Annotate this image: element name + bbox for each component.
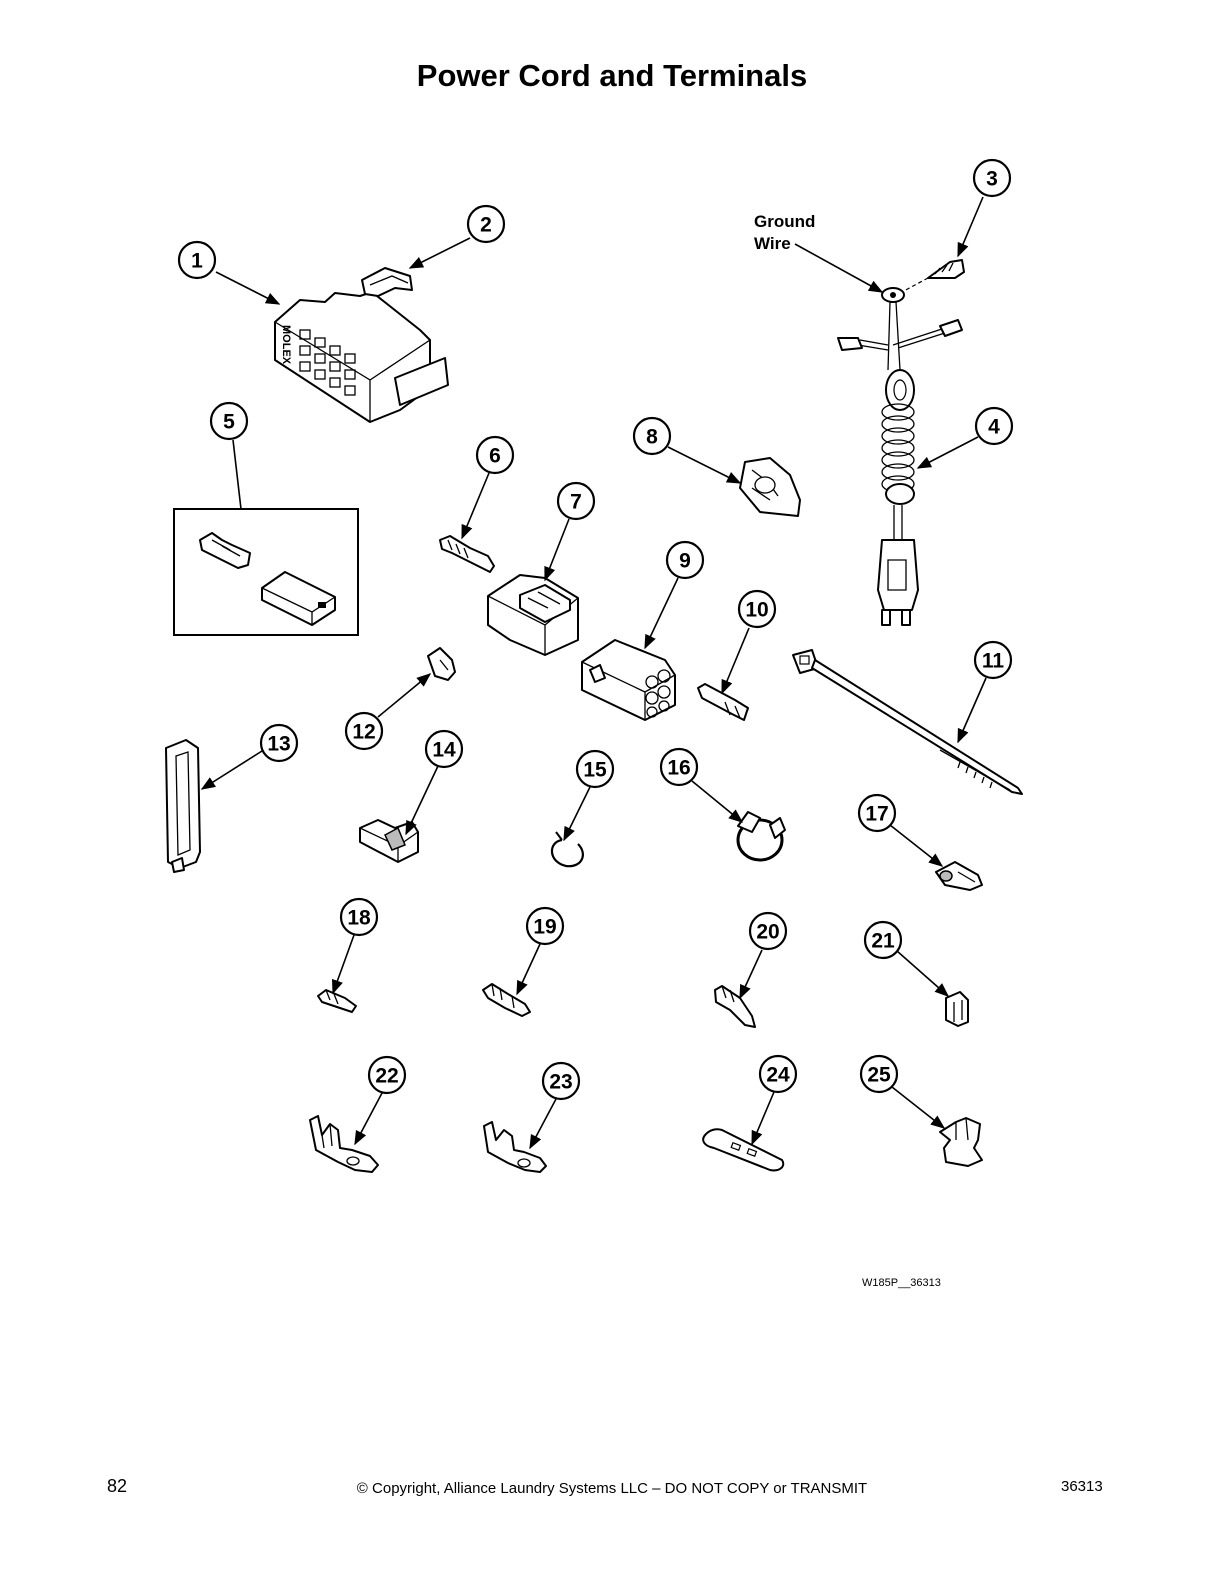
figure-id: W185P__36313: [862, 1277, 941, 1289]
part-20-spade-terminal: [714, 985, 756, 1028]
part-8-cord-clamp: [739, 457, 801, 517]
callout-25: 25: [859, 1054, 899, 1094]
part-22-ring-terminal: [309, 1115, 379, 1173]
part-1-molex-connector: MOLEX: [274, 291, 449, 423]
molex-text: MOLEX: [280, 325, 292, 365]
svg-text:8: 8: [646, 426, 658, 449]
callout-17: 17: [857, 793, 897, 833]
part-15-snap-ring: [550, 831, 584, 868]
svg-text:5: 5: [223, 411, 235, 434]
callout-4: 4: [974, 406, 1014, 446]
svg-text:9: 9: [679, 550, 691, 573]
svg-text:18: 18: [347, 907, 371, 930]
svg-text:7: 7: [570, 491, 582, 514]
svg-text:19: 19: [533, 916, 556, 939]
callout-21: 21: [863, 920, 903, 960]
callout-13: 13: [259, 723, 299, 763]
part-18-flag-terminal: [317, 989, 357, 1013]
svg-text:23: 23: [549, 1071, 572, 1094]
svg-text:22: 22: [375, 1065, 398, 1088]
svg-text:16: 16: [667, 757, 690, 780]
svg-text:25: 25: [867, 1064, 891, 1087]
ground-wire-label-line2: Wire: [754, 234, 791, 253]
callout-10: 10: [737, 589, 777, 629]
part-5-terminal-kit: [173, 508, 359, 636]
part-13-latch-bar: [165, 739, 201, 873]
callout-9: 9: [665, 540, 705, 580]
part-3-screw: [901, 259, 965, 293]
part-4-power-cord: [837, 287, 963, 626]
part-14-bracket: [359, 819, 419, 863]
svg-text:14: 14: [432, 739, 456, 762]
part-17-grommet: [935, 861, 983, 891]
callout-19: 19: [525, 906, 565, 946]
part-2-latch-clip: [361, 267, 413, 297]
callout-1: 1: [177, 240, 217, 280]
svg-text:11: 11: [982, 650, 1005, 673]
part-6-pin-terminal: [439, 535, 495, 573]
callout-14: 14: [424, 729, 464, 769]
part-25-terminal-clip: [939, 1117, 983, 1167]
callout-12: 12: [344, 711, 384, 751]
callout-15: 15: [575, 749, 615, 789]
callout-22: 22: [367, 1055, 407, 1095]
svg-text:20: 20: [756, 921, 779, 944]
callout-20: 20: [748, 911, 788, 951]
svg-text:1: 1: [191, 250, 203, 273]
callout-16: 16: [659, 747, 699, 787]
callout-2: 2: [466, 204, 506, 244]
part-19-quick-disconnect: [482, 983, 531, 1017]
callout-18: 18: [339, 897, 379, 937]
svg-text:17: 17: [865, 803, 888, 826]
document-number: 36313: [1061, 1478, 1103, 1495]
page-title: Power Cord and Terminals: [416, 58, 808, 93]
svg-text:15: 15: [583, 759, 607, 782]
part-16-hose-clamp: [736, 811, 786, 862]
callout-7: 7: [556, 481, 596, 521]
part-21-double-clip: [945, 991, 969, 1027]
callout-5: 5: [209, 401, 249, 441]
part-11-cable-tie: [792, 649, 1023, 795]
callout-3: 3: [972, 158, 1012, 198]
callout-24: 24: [758, 1054, 798, 1094]
part-24-insulator-sleeve: [702, 1128, 785, 1172]
part-7-connector-housing: [487, 574, 579, 656]
svg-text:10: 10: [745, 599, 768, 622]
part-23-ring-terminal: [483, 1121, 547, 1173]
ground-wire-label-line1: Ground: [754, 212, 815, 231]
page-number: 82: [107, 1476, 128, 1496]
callout-11: 11: [973, 640, 1013, 680]
svg-text:24: 24: [766, 1064, 790, 1087]
callout-8: 8: [632, 416, 672, 456]
svg-text:3: 3: [986, 168, 998, 191]
part-12-small-clip: [427, 647, 456, 681]
copyright-notice: © Copyright, Alliance Laundry Systems LL…: [356, 1480, 868, 1497]
part-10-socket-terminal: [697, 683, 749, 721]
svg-text:13: 13: [267, 733, 290, 756]
part-9-six-pin-plug: [581, 639, 676, 721]
callout-6: 6: [475, 435, 515, 475]
callout-23: 23: [541, 1061, 581, 1101]
svg-text:21: 21: [871, 930, 895, 953]
svg-text:2: 2: [480, 214, 492, 237]
svg-text:4: 4: [988, 416, 1000, 439]
svg-text:6: 6: [489, 445, 501, 468]
svg-text:12: 12: [352, 721, 375, 744]
